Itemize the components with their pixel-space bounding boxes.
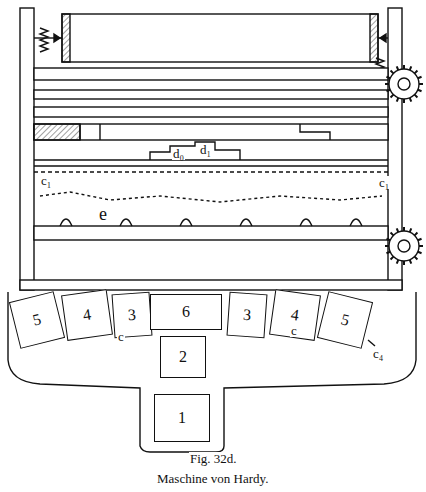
gear-tooth	[385, 83, 389, 85]
gear-tooth	[391, 257, 394, 260]
gear-tooth	[415, 71, 418, 74]
gear-tooth	[403, 65, 405, 69]
gear-tooth	[415, 95, 418, 98]
gear-tooth	[410, 228, 412, 232]
part-letter: e	[98, 205, 108, 223]
gear-tooth	[386, 252, 390, 254]
gear-tooth	[386, 239, 390, 241]
part-letter: c	[290, 324, 298, 337]
key-plate: 6	[150, 294, 222, 330]
gear-tooth	[385, 245, 389, 247]
gear-tooth	[418, 77, 422, 79]
gear-tooth	[418, 90, 422, 92]
gear-tooth	[419, 245, 423, 247]
part-letter: c	[117, 330, 125, 343]
key-plate: 3	[227, 292, 268, 339]
part-letter: d₀	[172, 147, 185, 160]
figure-number: Fig. 32d.	[189, 452, 238, 465]
gear-tooth	[397, 228, 399, 232]
gear-tooth	[397, 66, 399, 70]
gear-tooth	[419, 83, 423, 85]
gear-tooth	[391, 233, 394, 236]
callout-number: 2	[179, 349, 187, 365]
gear-tooth	[403, 227, 405, 231]
gear-tooth	[415, 233, 418, 236]
part-letter: c₄	[372, 347, 384, 360]
callout-number: 6	[182, 304, 190, 320]
gear-tooth	[397, 260, 399, 264]
key-plate: 5	[317, 291, 373, 349]
gear-tooth	[403, 261, 405, 265]
gear-tooth	[410, 260, 412, 264]
callout-number: 3	[127, 307, 136, 324]
part-letter: c₁	[40, 174, 52, 187]
gear-tooth	[418, 252, 422, 254]
part-letter: c₁	[378, 176, 390, 189]
callout-number: 5	[339, 311, 351, 328]
gear-tooth	[410, 66, 412, 70]
key-plate: 4	[61, 289, 113, 341]
callout-number: 4	[82, 307, 92, 324]
callout-number: 5	[31, 311, 43, 328]
callout-number: 4	[290, 307, 300, 324]
gear-tooth	[391, 71, 394, 74]
gear-tooth	[386, 90, 390, 92]
key-plate: 5	[9, 291, 65, 349]
gear-tooth	[397, 98, 399, 102]
gear-tooth	[403, 99, 405, 103]
gear-tooth	[391, 95, 394, 98]
part-letter: d₁	[199, 143, 212, 156]
callout-number: 1	[178, 410, 186, 426]
gear-tooth	[415, 257, 418, 260]
gear-tooth	[418, 239, 422, 241]
gear-tooth	[386, 77, 390, 79]
gear-tooth	[410, 98, 412, 102]
callout-number: 3	[242, 307, 251, 324]
key-plate: 2	[160, 336, 206, 378]
figure-caption: Maschine von Hardy.	[157, 472, 268, 485]
key-plate: 1	[154, 394, 210, 442]
